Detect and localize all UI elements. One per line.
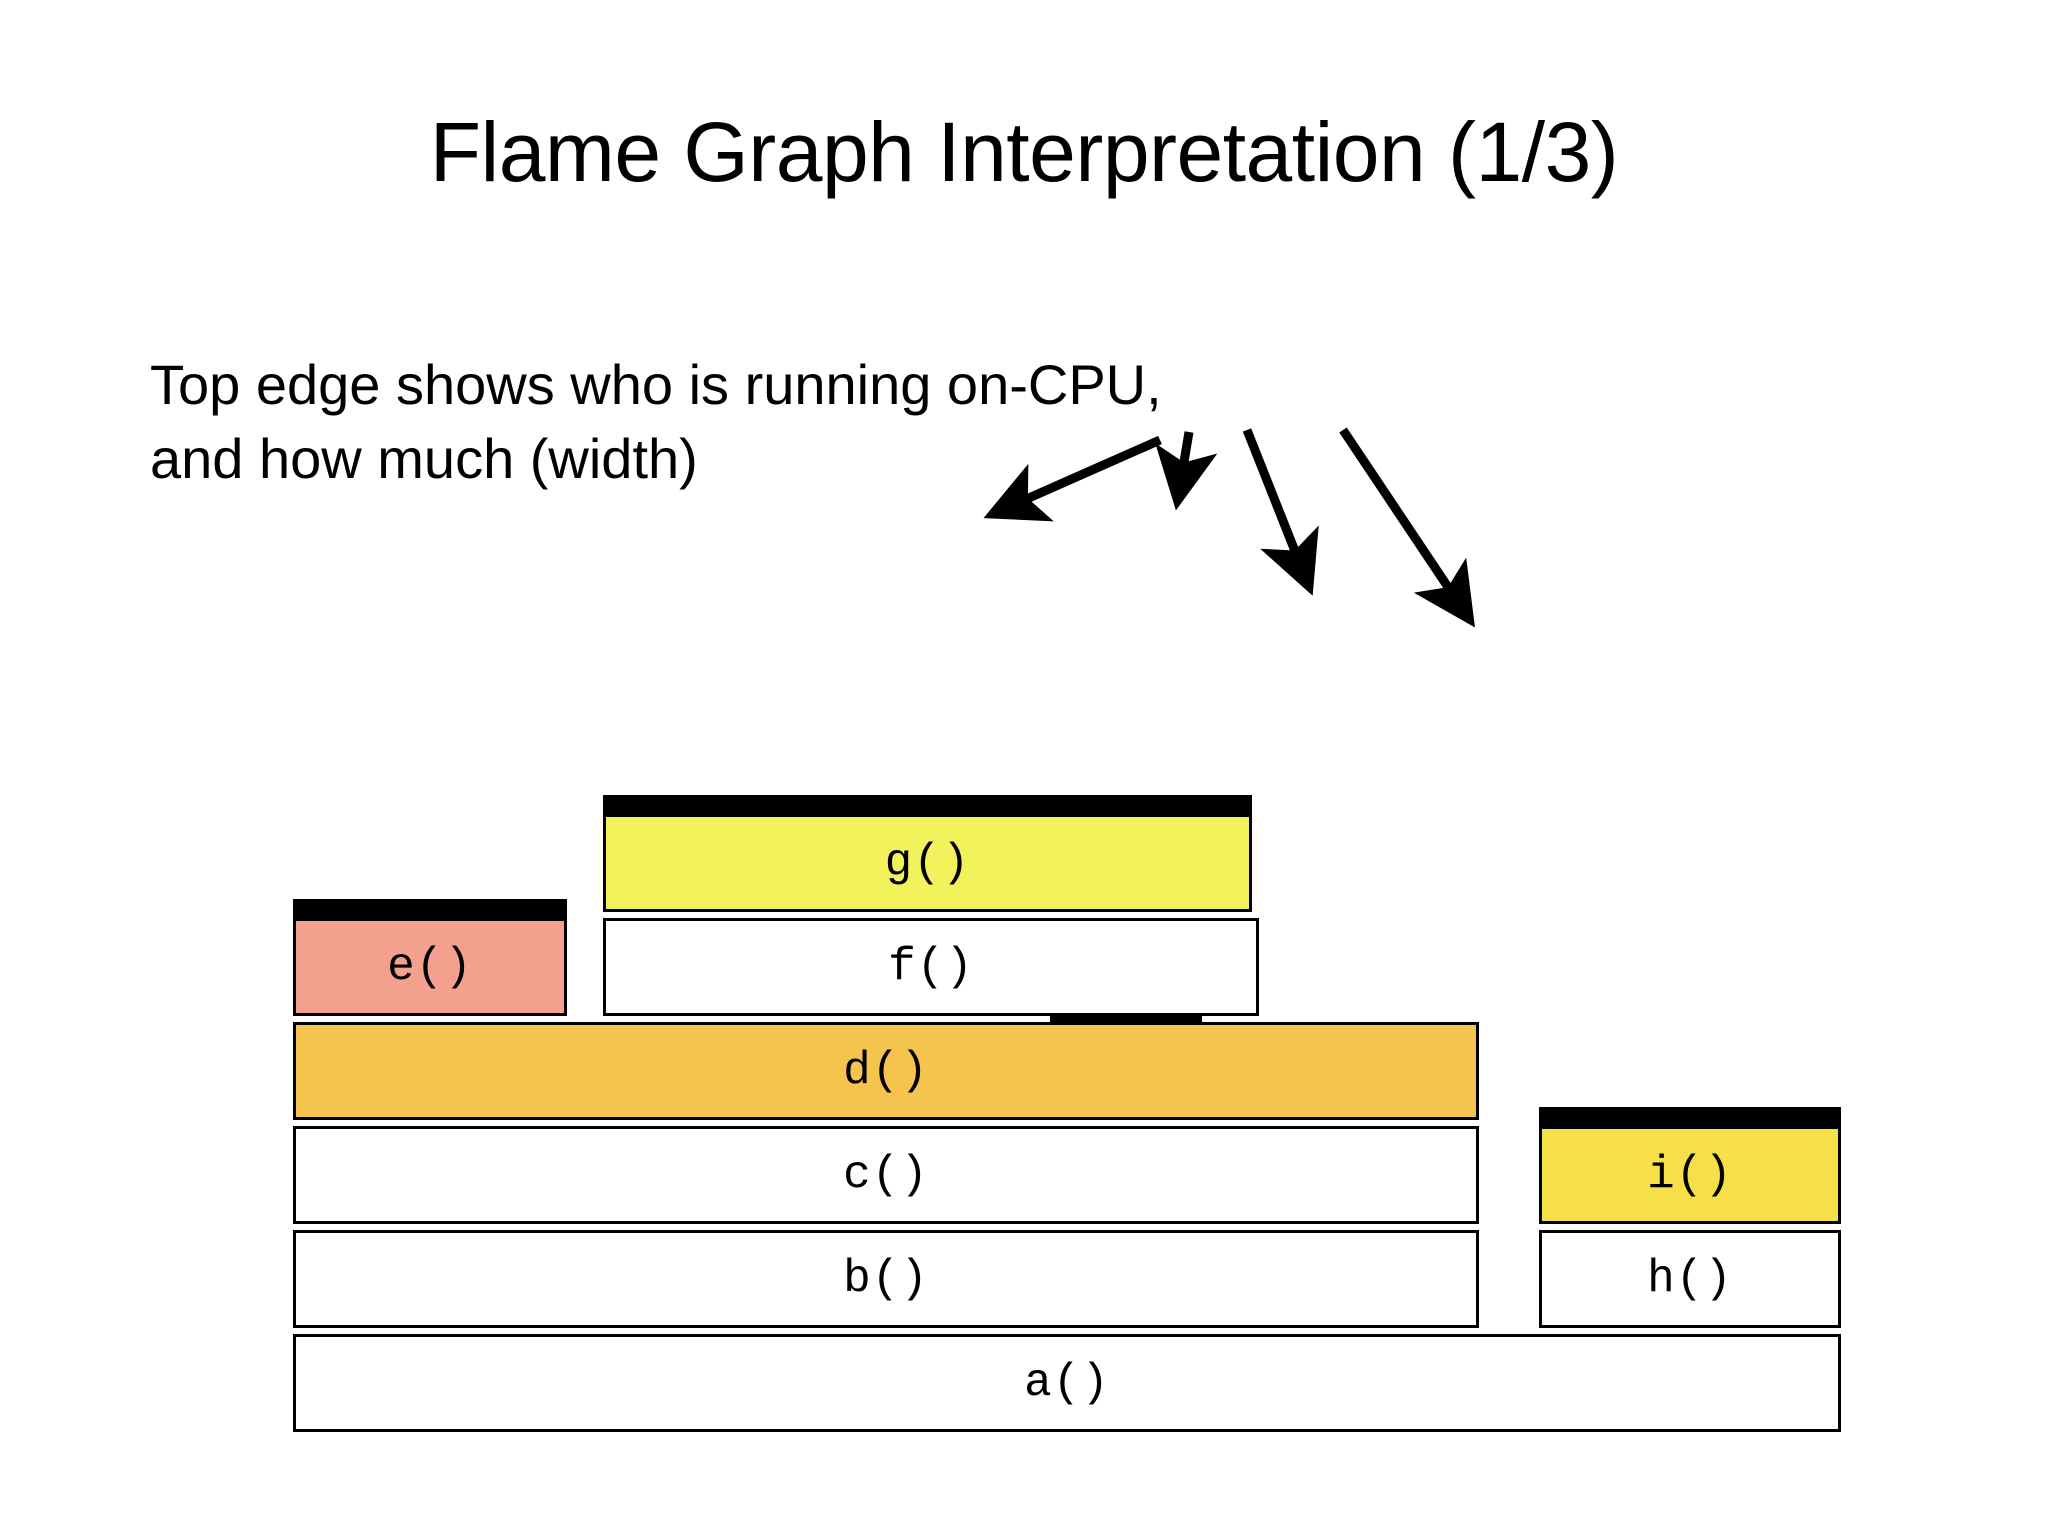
caption-line-2: and how much (width) [150,427,698,491]
caption-block: Top edge shows who is running on-CPU, an… [150,348,1162,497]
flame-frame-label: g() [884,837,971,889]
page-title: Flame Graph Interpretation (1/3) [429,105,1619,199]
flame-frame-e[interactable]: e() [293,918,567,1016]
flame-frame-label: c() [843,1149,929,1201]
flame-frame-d[interactable]: d() [293,1022,1479,1120]
on-cpu-top-edge [603,795,1252,814]
flame-frame-g[interactable]: g() [603,814,1252,912]
on-cpu-top-edge [293,899,567,918]
flame-frame-label: d() [843,1045,929,1097]
flame-frame-label: b() [843,1253,929,1305]
flame-frame-label: f() [888,941,974,993]
flame-frame-h[interactable]: h() [1539,1230,1841,1328]
flame-frame-i[interactable]: i() [1539,1126,1841,1224]
flame-frame-a[interactable]: a() [293,1334,1841,1432]
flame-frame-f[interactable]: f() [603,918,1259,1016]
caption-line-1: Top edge shows who is running on-CPU, [150,353,1162,416]
on-cpu-top-edge [1539,1107,1841,1126]
flame-frame-c[interactable]: c() [293,1126,1479,1224]
flame-frame-label: a() [1024,1357,1110,1409]
flame-frame-label: e() [387,941,473,993]
flame-frame-label: i() [1647,1149,1733,1201]
flame-frame-label: h() [1647,1253,1733,1305]
flame-frame-b[interactable]: b() [293,1230,1479,1328]
